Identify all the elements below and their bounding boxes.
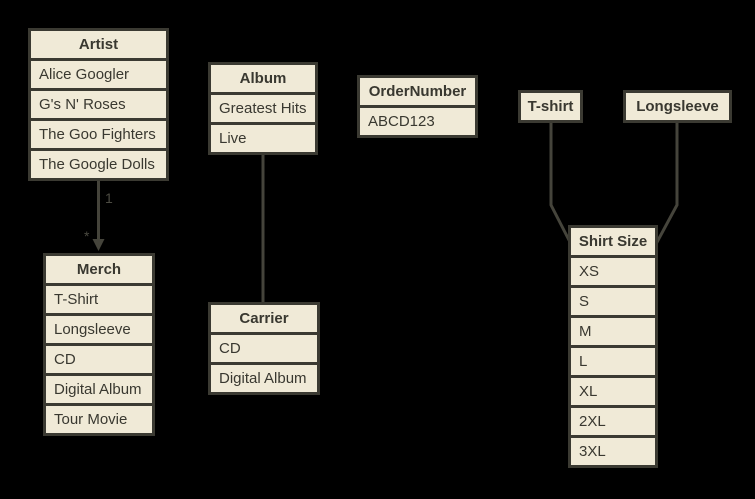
entity-row: Live: [211, 125, 315, 152]
entity-row: CD: [211, 335, 317, 362]
multiplicity-source-label: 1: [105, 190, 113, 206]
entity-row: ABCD123: [360, 108, 475, 135]
entity-header: Longsleeve: [626, 93, 729, 120]
entity-row: L: [571, 348, 655, 375]
entity-header: Album: [211, 65, 315, 92]
entity-row: 2XL: [571, 408, 655, 435]
entity-header: Artist: [31, 31, 166, 58]
entity-row: XS: [571, 258, 655, 285]
entity-longsleeve: Longsleeve: [623, 90, 732, 123]
entity-row: Digital Album: [46, 376, 152, 403]
entity-row: Tour Movie: [46, 406, 152, 433]
entity-row: Greatest Hits: [211, 95, 315, 122]
entity-row: Longsleeve: [46, 316, 152, 343]
entity-header: Carrier: [211, 305, 317, 332]
arrowhead-icon: [92, 239, 105, 251]
entity-header: Merch: [46, 256, 152, 283]
entity-header: T-shirt: [521, 93, 580, 120]
entity-row: M: [571, 318, 655, 345]
entity-row: 3XL: [571, 438, 655, 465]
entity-row: The Goo Fighters: [31, 121, 166, 148]
entity-row: The Google Dolls: [31, 151, 166, 178]
entity-row: T-Shirt: [46, 286, 152, 313]
connector-artist-to-merch: 1 *: [84, 181, 113, 251]
entity-row: Digital Album: [211, 365, 317, 392]
entity-header: OrderNumber: [360, 78, 475, 105]
entity-row: CD: [46, 346, 152, 373]
multiplicity-target-label: *: [84, 228, 90, 244]
entity-header: Shirt Size: [571, 228, 655, 255]
entity-tshirt: T-shirt: [518, 90, 583, 123]
connector-tshirt-to-shirt-size: [549, 122, 573, 245]
entity-row: S: [571, 288, 655, 315]
entity-row: XL: [571, 378, 655, 405]
connector-longsleeve-to-shirt-size: [654, 122, 679, 245]
entity-row: Alice Googler: [31, 61, 166, 88]
entity-row: G's N' Roses: [31, 91, 166, 118]
